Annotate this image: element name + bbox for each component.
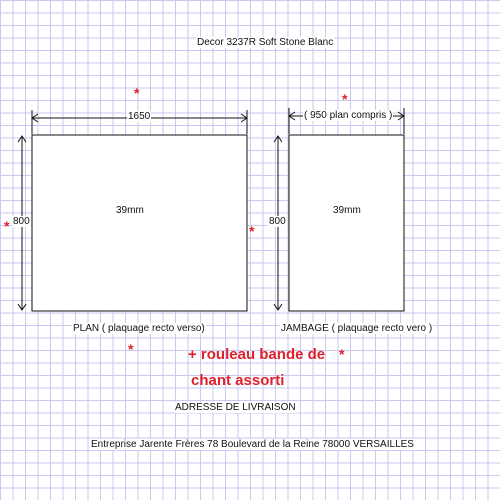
plan-width-label: 1650 <box>127 111 152 122</box>
jambage-thickness-label: 39mm <box>333 205 361 216</box>
arrow-down-icon <box>273 303 283 311</box>
edge-banding-note-line-2: chant assorti <box>191 372 285 389</box>
asterisk-mark: * <box>249 223 255 239</box>
arrow-up-icon <box>17 135 27 143</box>
jambage-rectangle <box>288 134 405 312</box>
jambage-width-label: ( 950 plan compris ) <box>303 110 394 121</box>
arrow-up-icon <box>273 135 283 143</box>
edge-banding-note-line-1: + rouleau bande de <box>188 346 326 363</box>
delivery-heading: ADRESSE DE LIVRAISON <box>174 402 297 413</box>
delivery-address: Entreprise Jarente Frères 78 Boulevard d… <box>90 439 415 450</box>
drawing-title: Decor 3237R Soft Stone Blanc <box>196 37 335 48</box>
plan-height-label: 800 <box>12 216 31 227</box>
jambage-height-label: 800 <box>268 216 287 227</box>
plan-rectangle <box>31 134 248 312</box>
arrow-down-icon <box>17 303 27 311</box>
asterisk-mark: * <box>339 346 345 362</box>
asterisk-mark: * <box>134 85 140 101</box>
plan-thickness-label: 39mm <box>116 205 144 216</box>
asterisk-mark: * <box>342 91 348 107</box>
jambage-caption: JAMBAGE ( plaquage recto vero ) <box>280 323 434 334</box>
asterisk-mark: * <box>4 218 10 234</box>
plan-caption: PLAN ( plaquage recto verso) <box>72 323 206 334</box>
asterisk-mark: * <box>128 341 134 357</box>
